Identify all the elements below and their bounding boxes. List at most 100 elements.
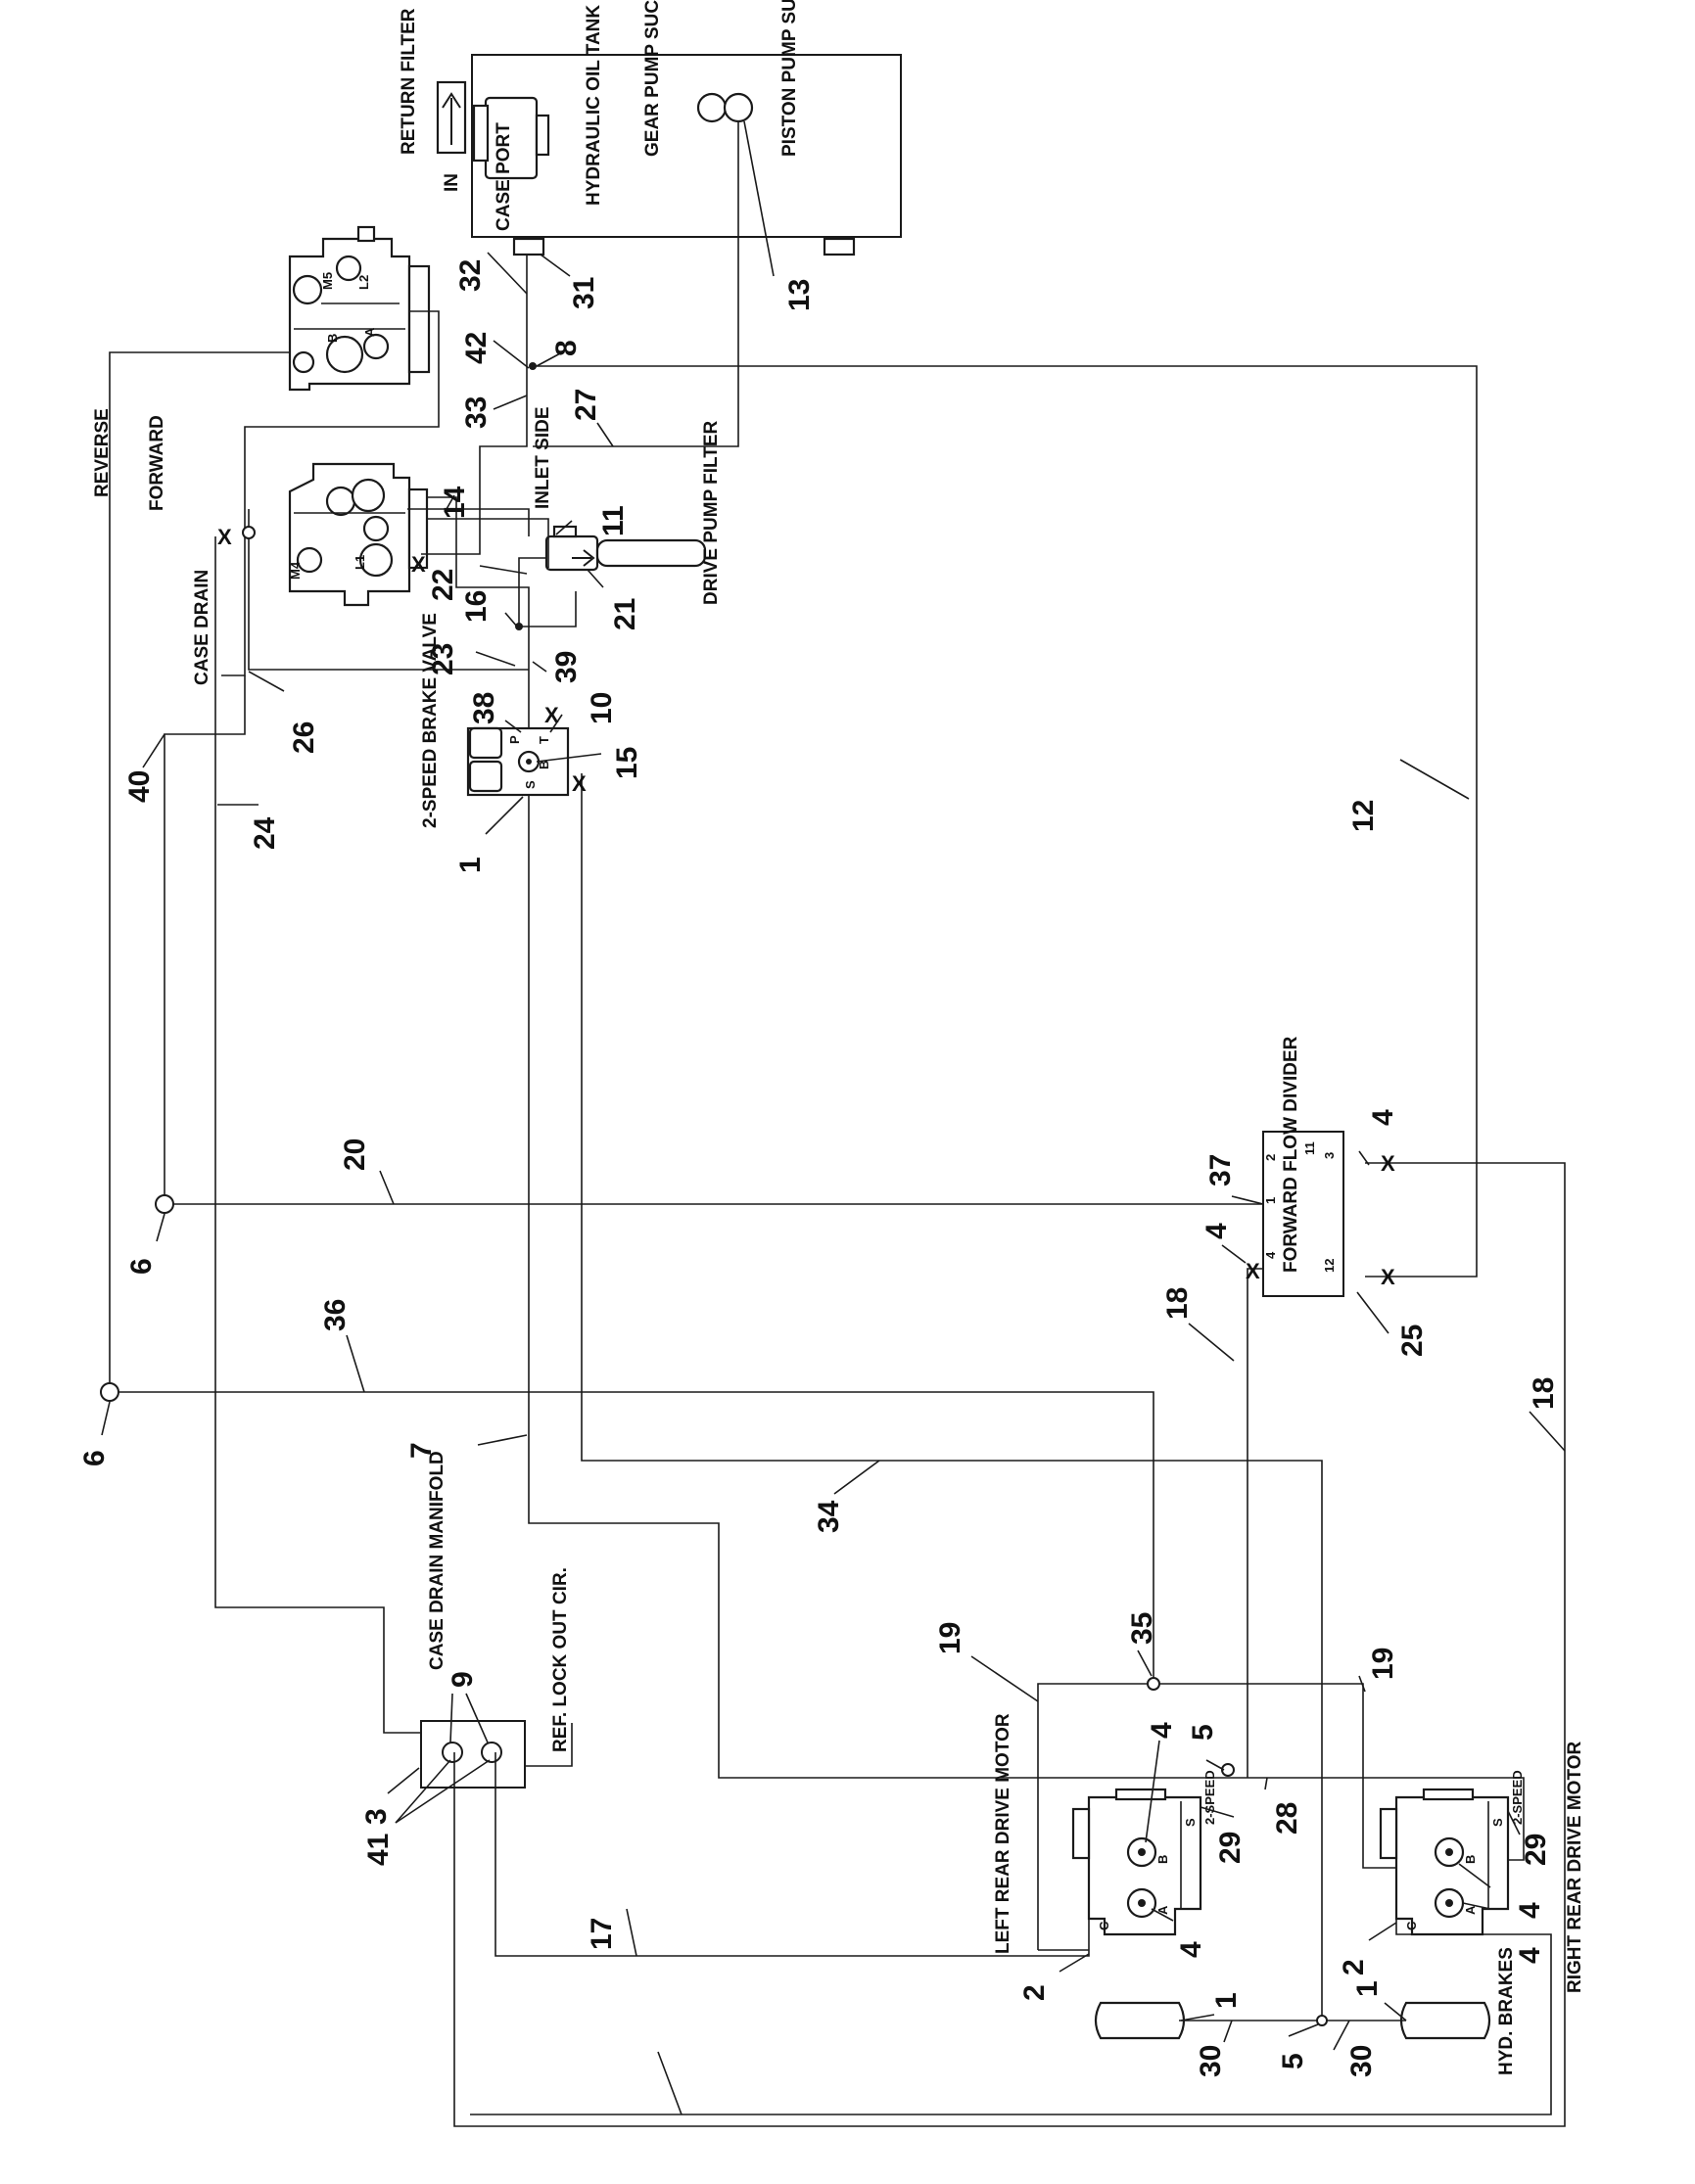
callout-3: 3 (360, 1808, 393, 1825)
in-label: IN (442, 173, 462, 192)
gear-pump-suction-port (696, 92, 728, 123)
left-rear-drive-motor (1071, 1788, 1202, 1936)
callout-10: 10 (586, 692, 618, 724)
valve-port-b-label: B (537, 761, 551, 769)
plug-x-3: X (544, 703, 559, 727)
forward-label: FORWARD (147, 415, 167, 511)
hyd-brake-right (1399, 2001, 1491, 2040)
gear-pump-suction-label: GEAR PUMP SUCTION (642, 0, 663, 157)
callout-30-right: 30 (1345, 2045, 1378, 2077)
forward-flow-divider (1262, 1131, 1344, 1297)
callout-15: 15 (611, 747, 643, 779)
port-m5-label: M5 (320, 272, 335, 290)
pump-m4 (288, 462, 429, 607)
hydraulic-oil-tank-label: HYDRAULIC OIL TANK (584, 5, 604, 206)
two-speed-brake-valve-label: 2-SPEED BRAKE VALVE (420, 613, 441, 828)
pump-port-b-label: B (325, 334, 340, 343)
valve-port-p-label: P (507, 735, 522, 744)
callout-34: 34 (813, 1500, 845, 1533)
hyd-brake-left (1094, 2001, 1186, 2040)
callout-4-lm-top: 4 (1146, 1722, 1178, 1739)
piston-pump-suction-label: PISTON PUMP SUCTION (779, 0, 800, 157)
fitting-35 (1147, 1677, 1160, 1691)
fitting-6-lower (100, 1382, 119, 1402)
callout-39: 39 (550, 651, 583, 683)
lm-port-s-label: S (1183, 1818, 1198, 1827)
lm-port-b-label: B (1155, 1855, 1170, 1864)
callout-14: 14 (439, 486, 471, 519)
callout-30-left: 30 (1195, 2045, 1227, 2077)
callout-6-lower: 6 (78, 1450, 111, 1466)
callout-42: 42 (460, 332, 493, 364)
callout-6-upper: 6 (125, 1258, 158, 1275)
plug-x-6: X (1246, 1259, 1260, 1283)
fd-port-4-label: 4 (1263, 1251, 1278, 1259)
tee-fitting-42 (529, 362, 537, 370)
callout-9: 9 (447, 1671, 479, 1688)
fitting-5-upper (1221, 1763, 1235, 1777)
drive-pump-filter (544, 525, 707, 572)
callout-26: 26 (288, 721, 320, 754)
plug-x-1: X (217, 525, 232, 549)
drive-pump-filter-label: DRIVE PUMP FILTER (701, 420, 722, 605)
case-drain-label: CASE DRAIN (192, 570, 212, 685)
ref-lock-out-label: REF. LOCK OUT CIR. (550, 1567, 571, 1752)
fd-port-11-label: 11 (1302, 1141, 1317, 1155)
callout-21: 21 (609, 598, 641, 630)
callout-32: 32 (454, 259, 487, 292)
callout-18-left: 18 (1161, 1287, 1194, 1320)
plug-x-5: X (1381, 1151, 1395, 1176)
right-rear-drive-motor-label: RIGHT REAR DRIVE MOTOR (1565, 1742, 1585, 1993)
callout-1-brake-right: 1 (1351, 1980, 1384, 1997)
plug-x-4: X (572, 771, 587, 796)
case-drain-manifold-label: CASE DRAIN MANIFOLD (427, 1451, 447, 1670)
callout-4-rm-b: 4 (1514, 1902, 1546, 1919)
return-filter (436, 80, 550, 180)
callout-22: 22 (427, 569, 459, 601)
tee-fitting-16 (515, 623, 523, 630)
port-m4-label: M4 (288, 561, 303, 580)
right-rear-drive-motor (1379, 1788, 1510, 1936)
fd-port-12-label: 12 (1322, 1259, 1337, 1273)
callout-37: 37 (1204, 1154, 1237, 1186)
fitting-6-upper (155, 1194, 174, 1214)
rm-two-speed-label: 2-SPEED (1510, 1770, 1525, 1825)
callout-numbers: 32 31 13 42 8 33 27 14 11 22 21 16 23 39… (78, 259, 1560, 2077)
callout-leaders (101, 120, 1566, 2115)
callout-20: 20 (339, 1138, 371, 1171)
callout-27: 27 (570, 389, 602, 421)
case-drain-manifold (420, 1720, 526, 1789)
callout-36: 36 (319, 1299, 352, 1331)
lm-port-a-label: A (1155, 1905, 1170, 1915)
two-speed-brake-valve (466, 726, 570, 797)
port-l1-label: L1 (353, 555, 367, 570)
callout-5-lower: 5 (1277, 2053, 1309, 2069)
plug-x-7: X (1381, 1265, 1395, 1289)
fd-port-1-label: 1 (1263, 1197, 1278, 1204)
hose-lines (109, 121, 1566, 2127)
callout-23: 23 (427, 643, 459, 675)
callout-16: 16 (460, 590, 493, 623)
callout-33: 33 (460, 396, 493, 429)
piston-pump-suction-port (723, 92, 754, 123)
callout-4-fd-top: 4 (1367, 1109, 1399, 1126)
callout-17: 17 (586, 1918, 618, 1950)
callout-2-right: 2 (1338, 1959, 1370, 1975)
lm-port-c-label: C (1097, 1921, 1111, 1930)
callout-7: 7 (405, 1442, 438, 1459)
callout-18-right: 18 (1528, 1377, 1560, 1410)
hyd-brakes-label: HYD. BRAKES (1496, 1947, 1517, 2075)
callout-4-rm-a: 4 (1514, 1947, 1546, 1964)
callout-40: 40 (123, 770, 156, 803)
callout-29-right: 29 (1520, 1834, 1552, 1866)
left-rear-drive-motor-label: LEFT REAR DRIVE MOTOR (993, 1713, 1013, 1954)
callout-24: 24 (249, 816, 281, 850)
callout-29-left: 29 (1214, 1832, 1247, 1864)
callout-19-right: 19 (1367, 1648, 1399, 1680)
callout-5-upper: 5 (1187, 1724, 1219, 1741)
callout-1-valve: 1 (454, 857, 487, 873)
pump-m5 (288, 225, 431, 392)
return-filter-label: RETURN FILTER (399, 8, 419, 155)
callout-2-left: 2 (1018, 1984, 1051, 2001)
